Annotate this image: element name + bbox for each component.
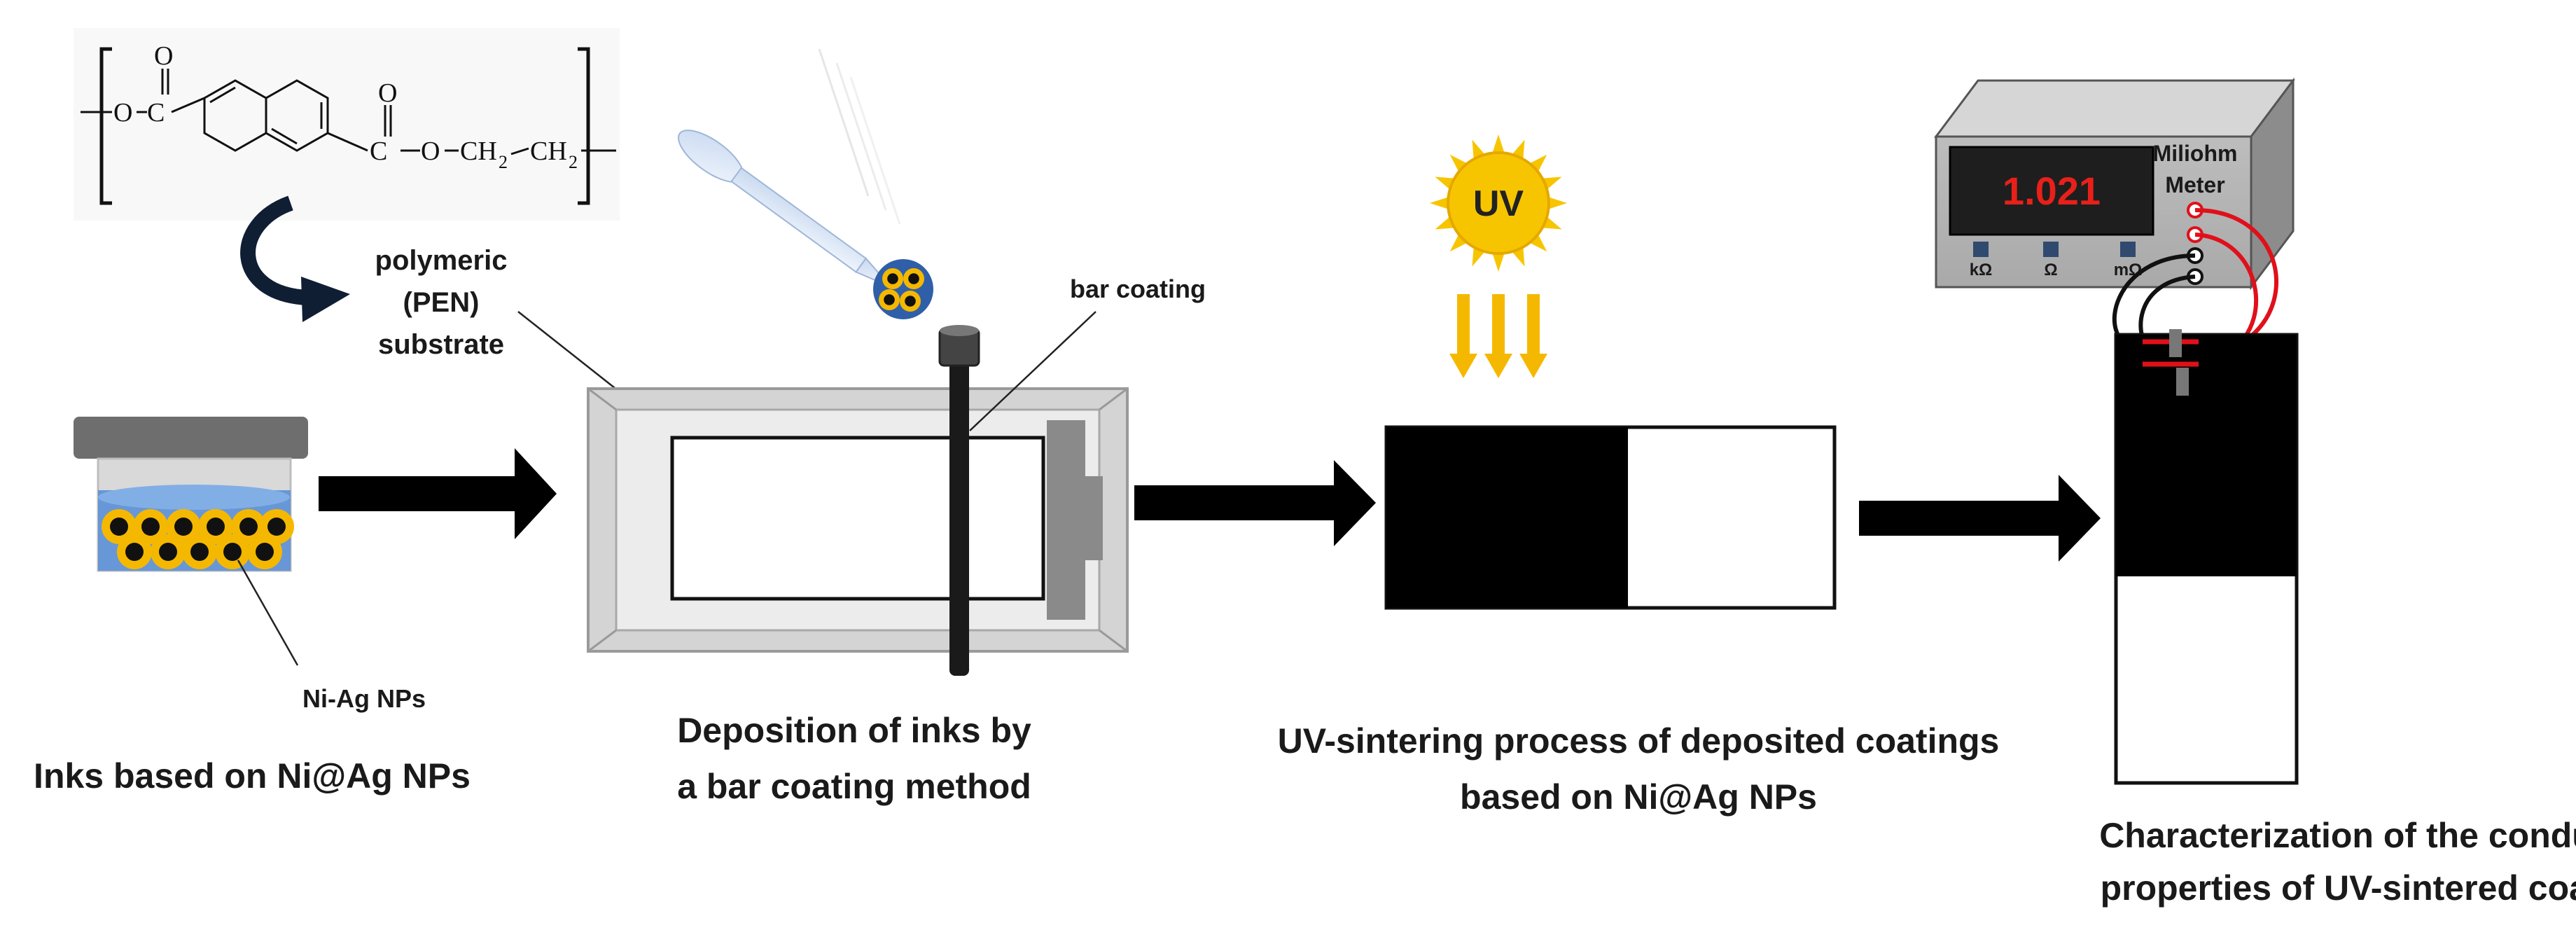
atom-o: O (113, 98, 132, 127)
pen-chemical-structure: O C O O C O CH 2 CH 2 (74, 28, 620, 221)
uv-ray-arrow (1484, 294, 1512, 378)
bar-coating-leader-line (969, 311, 1096, 431)
nanoparticle-core (223, 543, 242, 561)
miliohm-meter: 1.021 Miliohm Meter kΩ Ω mΩ (1934, 77, 2295, 291)
sun-ray (1548, 197, 1567, 209)
atom-c: C (147, 98, 165, 127)
atom-c: C (370, 137, 387, 166)
step2-caption-line2: a bar coating method (677, 767, 1031, 806)
droplet-nanoparticles (879, 268, 924, 312)
substrate-label-line2: (PEN) (403, 287, 480, 318)
right-bracket (578, 47, 590, 205)
process-arrow-3 (1859, 475, 2101, 562)
sun-ray (1430, 197, 1449, 209)
sintered-sample (1384, 425, 1837, 610)
pipette-icon (677, 48, 933, 319)
atom-o-carbonyl: O (154, 41, 173, 71)
uv-badge-label: UV (1473, 183, 1524, 224)
meter-display (1949, 146, 2154, 236)
range-label-kohm: kΩ (1970, 261, 1993, 279)
step2-caption-line1: Deposition of inks by (677, 711, 1031, 750)
nanoparticle-core (908, 273, 919, 284)
meter-reading: 1.021 (2003, 169, 2101, 213)
step1-caption: Inks based on Ni@Ag NPs (34, 756, 471, 796)
nanoparticle-core (887, 273, 898, 284)
nanoparticle-core (256, 543, 274, 561)
uv-sun-icon: UV (1430, 134, 1567, 272)
uv-ray-arrow (1449, 294, 1477, 378)
nanoparticle-core (190, 543, 209, 561)
nanoparticle-core (884, 294, 895, 305)
range-label-ohm: Ω (2044, 261, 2057, 279)
nps-leader-line (237, 560, 299, 666)
process-arrow-2 (1134, 460, 1376, 546)
nanoparticle-core (267, 518, 286, 536)
sun-ray (1492, 253, 1505, 272)
nanoparticle-core (239, 518, 258, 536)
nanoparticle-core (207, 518, 225, 536)
chain-subscript: 2 (499, 152, 508, 172)
meter-title-line1: Miliohm (2153, 141, 2238, 166)
nanoparticle-core (141, 518, 160, 536)
nanoparticles-label: Ni-Ag NPs (302, 684, 426, 713)
range-button-mohm[interactable] (2120, 242, 2136, 257)
process-arrow-1 (319, 448, 557, 539)
chain-ch2: CH (460, 137, 497, 166)
range-button-ohm[interactable] (2043, 242, 2059, 257)
step4-caption-line1: Characterization of the conductive (2099, 816, 2576, 855)
ink-beaker (74, 417, 308, 572)
nanoparticles-cluster (102, 509, 294, 569)
sintered-coating-area (1386, 427, 1628, 608)
sintered-coating-area (2116, 335, 2297, 576)
probe-tip (2169, 329, 2182, 357)
left-bracket (99, 47, 112, 205)
chain-ch2: CH (530, 137, 567, 166)
uv-rays-icon (1449, 294, 1547, 378)
step3-caption-line2: based on Ni@Ag NPs (1460, 777, 1817, 817)
chain-subscript: 2 (569, 152, 578, 172)
nanoparticle-core (174, 518, 193, 536)
substrate-label-line1: polymeric (375, 245, 508, 276)
probe-tip (2176, 368, 2189, 396)
pen-substrate (670, 436, 1045, 601)
nanoparticle-core (905, 296, 916, 307)
coating-tray (587, 387, 1129, 653)
step3-caption-line1: UV-sintering process of deposited coatin… (1278, 721, 2000, 761)
range-button-kohm[interactable] (1973, 242, 1989, 257)
bar-coating-label: bar coating (1070, 275, 1206, 303)
step4-caption-line2: properties of UV-sintered coatings (2101, 868, 2576, 908)
atom-o-carbonyl: O (378, 78, 397, 108)
nanoparticle-core (125, 543, 144, 561)
nanoparticle-core (159, 543, 177, 561)
atom-o: O (421, 137, 440, 166)
meter-title-line2: Meter (2165, 172, 2225, 197)
curved-arrow-icon (240, 195, 350, 322)
coating-bar (938, 325, 980, 676)
uv-ray-arrow (1519, 294, 1547, 378)
nanoparticle-core (110, 518, 128, 536)
substrate-label-line3: substrate (378, 329, 504, 360)
ink-droplet (873, 259, 933, 319)
substrate-label: polymeric (PEN) substrate (375, 245, 729, 478)
conductivity-sample (2114, 329, 2299, 785)
sun-ray (1492, 134, 1505, 153)
tray-clamp (1047, 420, 1085, 620)
beaker-lid (74, 417, 308, 459)
